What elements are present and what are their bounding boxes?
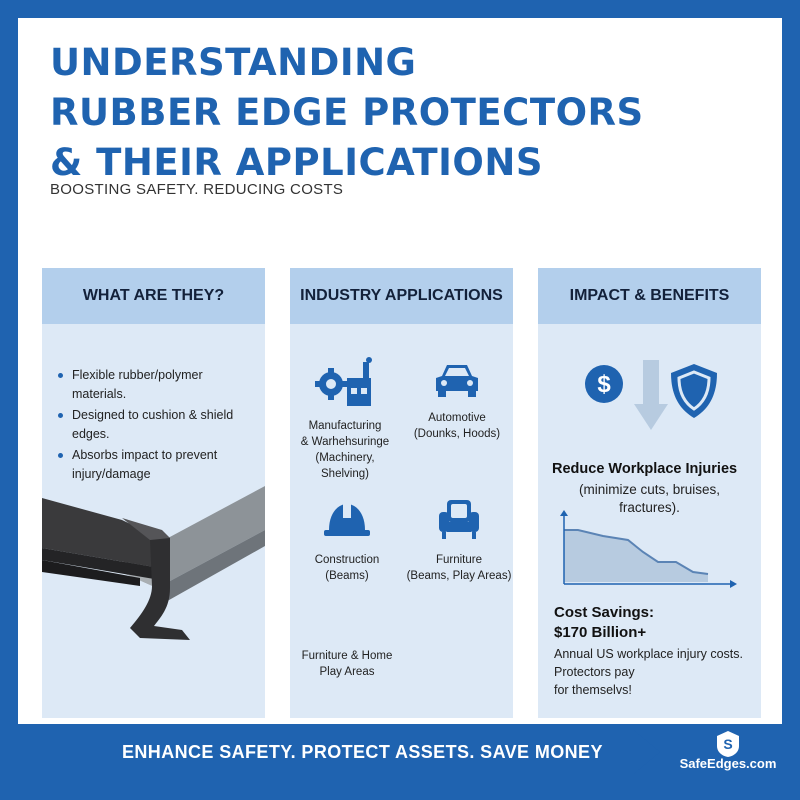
what-are-they-heading: WHAT ARE THEY? [42, 268, 265, 324]
car-icon [436, 365, 478, 397]
savings-title: Cost Savings: [554, 604, 655, 621]
savings-line: for themselvs! [554, 683, 632, 697]
declining-chart-icon [560, 510, 737, 588]
safeedges-logo: S SafeEdges.com [678, 730, 778, 776]
what-bullet: Designed to cushion & shield edges. [58, 406, 258, 444]
savings-line: Annual US workplace injury costs. [554, 647, 743, 661]
savings-heading: Cost Savings: $170 Billion+ [554, 603, 654, 643]
application-label: Furniture & Home [301, 650, 393, 662]
application-label: Automotive [428, 412, 486, 424]
industry-applications-heading: INDUSTRY APPLICATIONS [290, 268, 513, 324]
subtitle: BOOSTING SAFETY. REDUCING COSTS [50, 181, 344, 198]
footer-banner: ENHANCE SAFETY. PROTECT ASSETS. SAVE MON… [0, 730, 660, 774]
application-furniture: Furniture (Beams, Play Areas) [404, 496, 514, 584]
application-furniture-home: Furniture & Home Play Areas [292, 648, 402, 680]
injuries-text: (minimize cuts, bruises, fractures). [538, 481, 761, 517]
application-label: Construction [314, 554, 380, 566]
application-label: (Beams, Play Areas) [406, 570, 512, 582]
svg-text:$: $ [597, 371, 611, 398]
logo-text: SafeEdges.com [679, 756, 777, 771]
logo-mark: S [723, 736, 732, 752]
application-label: Furniture [435, 554, 483, 566]
rubber-edge-protector-illustration [42, 486, 265, 640]
factory-gears-icon [315, 357, 372, 406]
application-label: (Dounks, Hoods) [413, 428, 501, 440]
down-arrow-icon [634, 360, 668, 430]
title-line-2: RUBBER EDGE PROTECTORS [50, 91, 644, 134]
industry-applications-panel: INDUSTRY APPLICATIONS Manufacturing & Wa… [290, 268, 513, 718]
page-title: UNDERSTANDING RUBBER EDGE PROTECTORS & T… [50, 38, 750, 188]
savings-value: $170 Billion+ [554, 624, 647, 641]
what-bullet: Flexible rubber/polymer materials. [58, 366, 258, 404]
what-bullet: Absorbs impact to prevent injury/damage [58, 446, 258, 484]
application-manufacturing: Manufacturing & Warhehsuringe (Machinery… [290, 356, 400, 482]
shield-icon [671, 364, 717, 418]
application-label: & Warhehsuringe [300, 436, 390, 448]
what-bullet-list: Flexible rubber/polymer materials. Desig… [58, 366, 258, 486]
armchair-icon [439, 500, 479, 539]
footer-banner-text: ENHANCE SAFETY. PROTECT ASSETS. SAVE MON… [122, 741, 603, 762]
dollar-icon: $ [585, 365, 623, 403]
hard-hat-icon [324, 504, 370, 536]
savings-body: Annual US workplace injury costs. Protec… [554, 645, 754, 699]
application-label: Manufacturing [308, 420, 382, 432]
savings-line: Protectors pay [554, 665, 635, 679]
impact-benefits-heading: IMPACT & BENEFITS [538, 268, 761, 324]
infographic-sheet: UNDERSTANDING RUBBER EDGE PROTECTORS & T… [18, 18, 782, 724]
injuries-line: fractures). [619, 500, 680, 515]
injuries-title: Reduce Workplace Injuries [552, 461, 738, 477]
application-construction: Construction (Beams) [292, 498, 402, 584]
impact-benefits-panel: IMPACT & BENEFITS $ Reduce Workplace Inj… [538, 268, 761, 718]
application-label: (Machinery, Shelving) [315, 452, 375, 480]
application-label: (Beams) [325, 570, 369, 582]
what-are-they-panel: WHAT ARE THEY? Flexible rubber/polymer m… [42, 268, 265, 718]
application-label: Play Areas [319, 666, 375, 678]
title-line-3: & THEIR APPLICATIONS [50, 141, 543, 184]
title-line-1: UNDERSTANDING [50, 41, 417, 84]
injuries-line: (minimize cuts, bruises, [578, 482, 721, 497]
application-automotive: Automotive (Dounks, Hoods) [402, 360, 512, 442]
logo-shield-icon: S [717, 731, 739, 757]
